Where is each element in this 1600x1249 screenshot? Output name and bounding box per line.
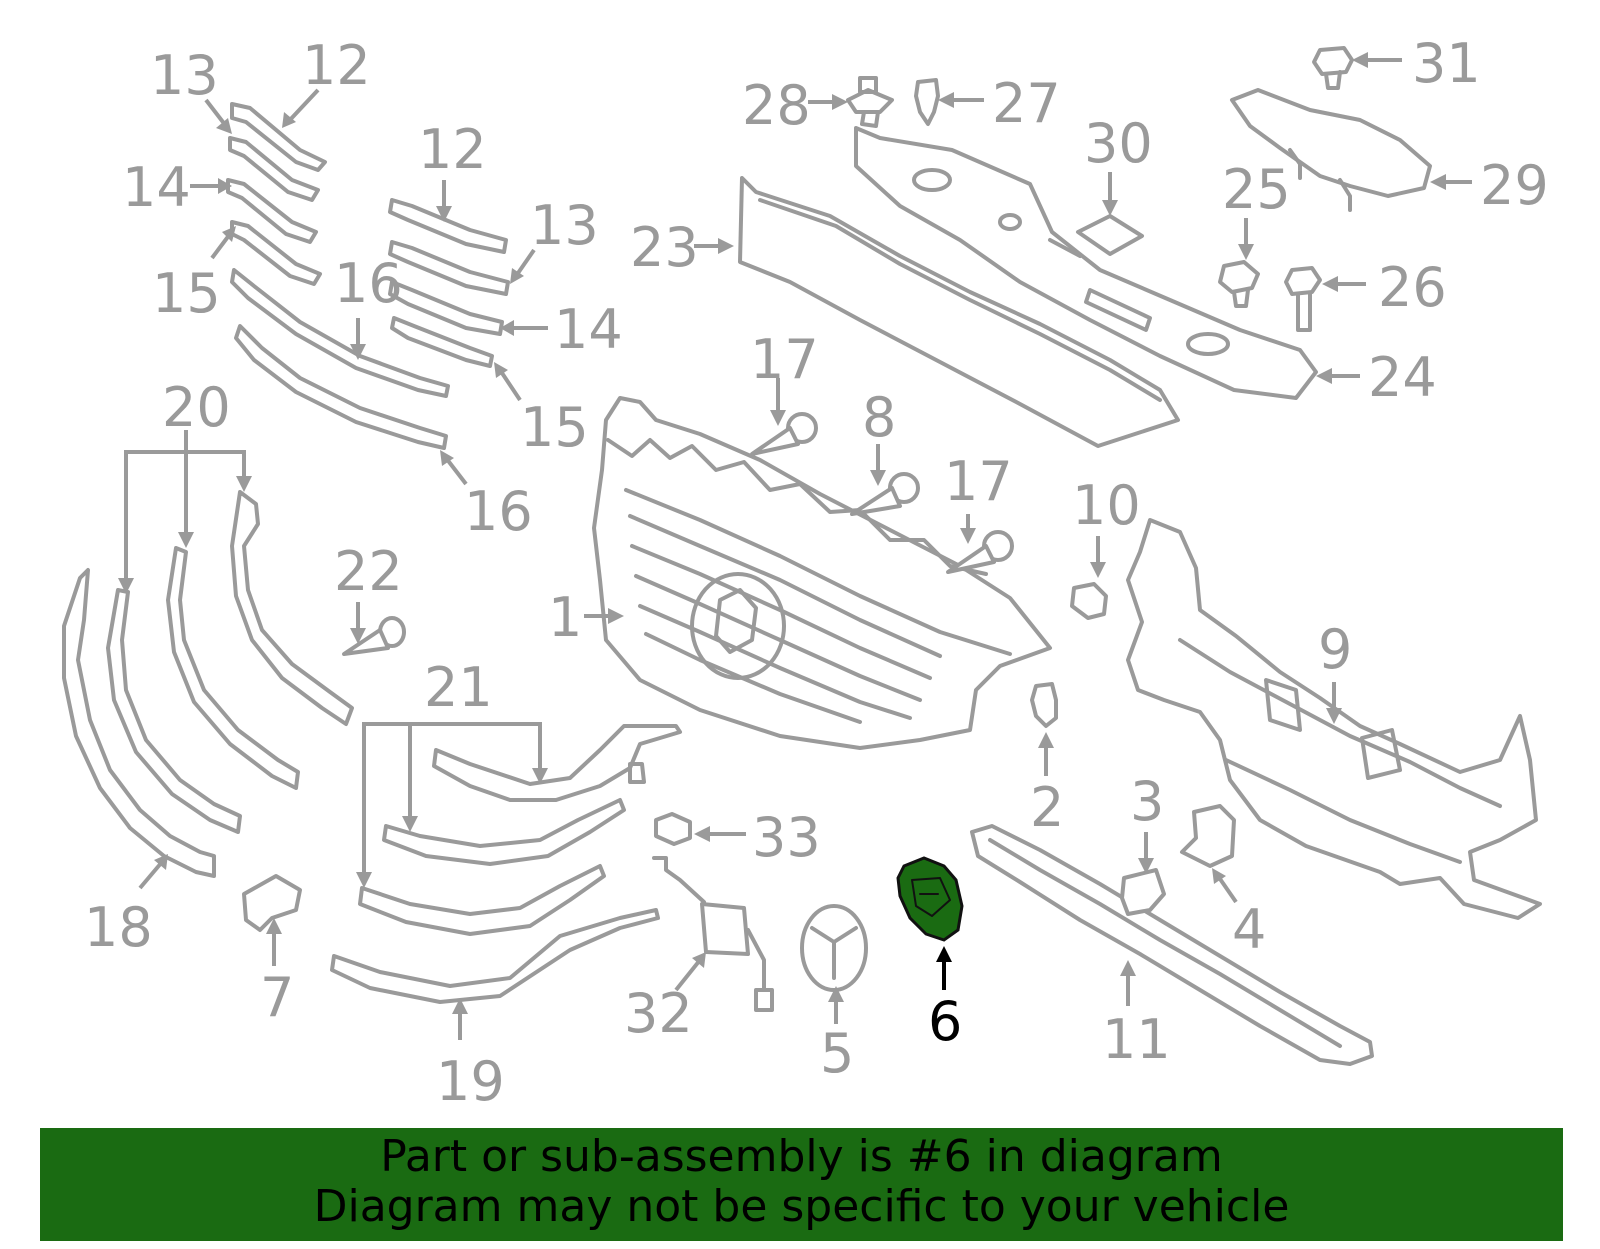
callout-15a: 15	[152, 262, 221, 325]
callout-27: 27	[992, 72, 1061, 135]
callout-31: 31	[1412, 32, 1481, 95]
callout-22: 22	[334, 540, 403, 603]
callout-25: 25	[1222, 158, 1291, 221]
callout-16b: 16	[464, 480, 533, 543]
emblem-5	[800, 904, 868, 992]
callout-19: 19	[436, 1050, 505, 1113]
screws-17-8	[750, 412, 1014, 574]
moldings-21-19	[330, 724, 682, 1004]
callout-5: 5	[820, 1022, 854, 1085]
callout-3: 3	[1130, 770, 1164, 833]
callout-28: 28	[742, 74, 811, 137]
callout-4: 4	[1232, 898, 1266, 961]
callout-12b: 12	[418, 118, 487, 181]
molding-strips-middle	[388, 198, 510, 368]
callout-12a: 12	[302, 34, 371, 97]
callout-11: 11	[1102, 1008, 1171, 1071]
callout-21: 21	[424, 656, 493, 719]
fasteners-top	[846, 46, 1354, 332]
callout-30: 30	[1084, 112, 1153, 175]
callout-24: 24	[1368, 346, 1437, 409]
sensor-33-harness-32	[652, 812, 774, 1012]
callout-26: 26	[1378, 256, 1447, 319]
highlighted-part-6	[896, 856, 964, 942]
banner-line-2: Diagram may not be specific to your vehi…	[313, 1181, 1290, 1232]
callout-7: 7	[260, 966, 294, 1029]
reinforcement-11	[970, 824, 1374, 1066]
grille-1	[592, 396, 1052, 750]
pad-30	[1076, 214, 1144, 256]
callout-6: 6	[928, 990, 962, 1053]
clip-2	[1030, 682, 1058, 728]
upper-cover-23	[738, 176, 1180, 448]
callout-14a: 14	[122, 156, 191, 219]
moldings-20-18	[62, 490, 354, 878]
clip-10	[1070, 582, 1108, 620]
callout-labels: 1 2 3 4 5 6 7 8 9 10 11 12 12 13 13 14 1…	[84, 32, 1549, 1113]
callout-13b: 13	[530, 194, 599, 257]
air-guide-24	[854, 126, 1318, 400]
bracket-7	[242, 874, 302, 932]
callout-9: 9	[1318, 618, 1352, 681]
callout-23: 23	[630, 216, 699, 279]
screw-22	[342, 616, 406, 656]
callout-13a: 13	[150, 44, 219, 107]
callout-18: 18	[84, 896, 153, 959]
callout-17b: 17	[944, 450, 1013, 513]
molding-strips-left	[226, 102, 450, 450]
callout-29: 29	[1480, 154, 1549, 217]
callout-14b: 14	[554, 298, 623, 361]
callout-16a: 16	[334, 252, 403, 315]
callout-17a: 17	[750, 328, 819, 391]
callout-33: 33	[752, 806, 821, 869]
splash-shield-29	[1230, 88, 1432, 212]
callout-2: 2	[1030, 776, 1064, 839]
leader-lines	[118, 52, 1472, 1040]
callout-15b: 15	[520, 396, 589, 459]
callout-8: 8	[862, 386, 896, 449]
callout-10: 10	[1072, 474, 1141, 537]
callout-1: 1	[548, 586, 582, 649]
callout-32: 32	[624, 982, 693, 1045]
brackets-3-4	[1120, 804, 1236, 916]
info-banner: Part or sub-assembly is #6 in diagram Di…	[40, 1128, 1563, 1241]
callout-20: 20	[162, 376, 231, 439]
banner-line-1: Part or sub-assembly is #6 in diagram	[380, 1131, 1223, 1182]
